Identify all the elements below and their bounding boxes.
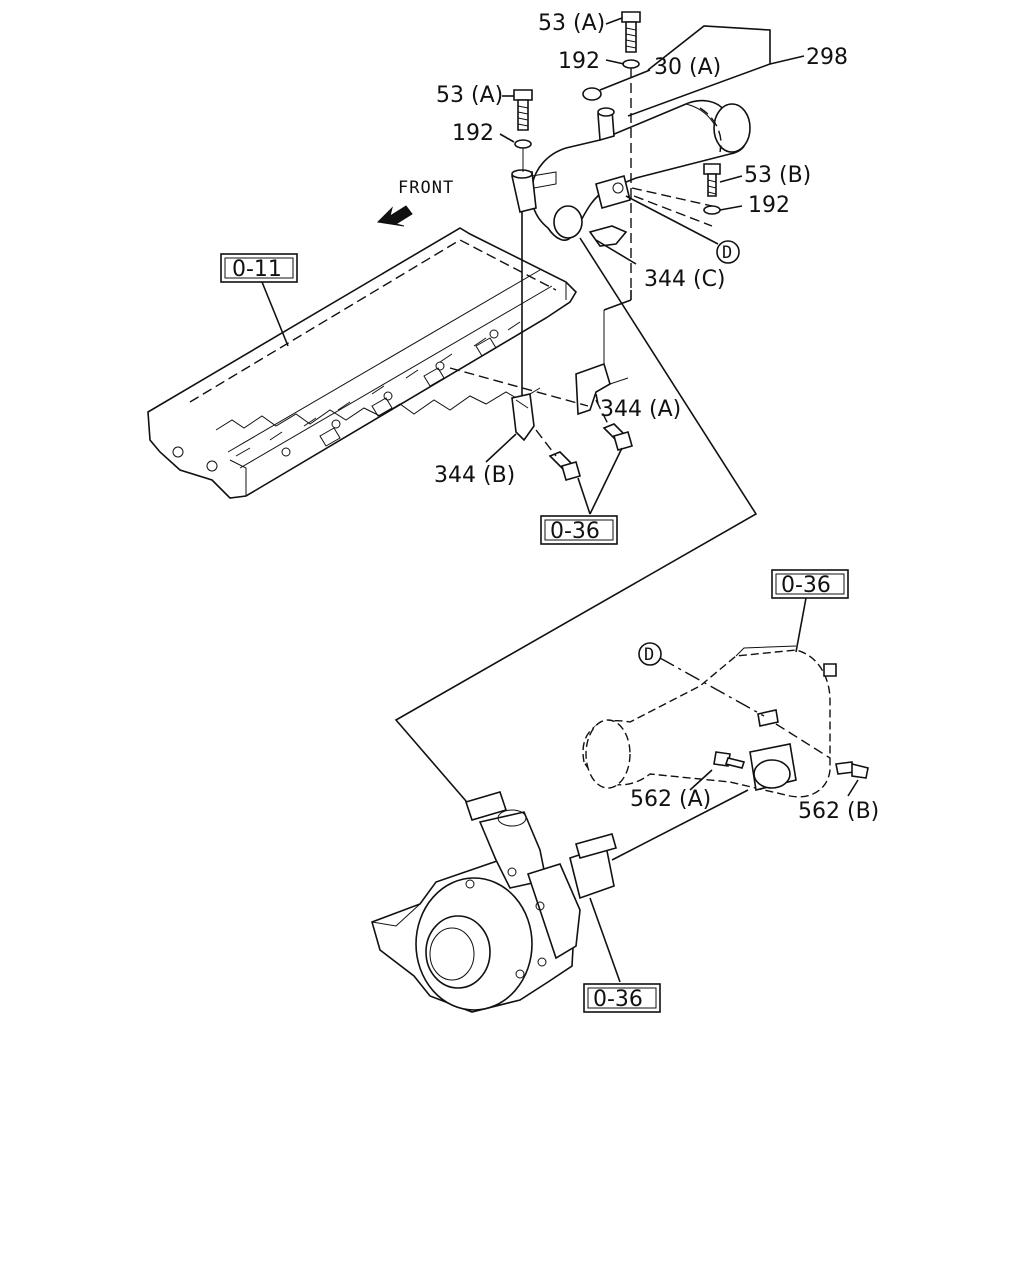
intake-pipe-298: [511, 99, 751, 247]
marker-d-bottom: D: [638, 642, 765, 717]
callout-192-left: 192: [452, 121, 494, 146]
bracket-344b: [511, 393, 535, 442]
bolt-upper-left: [548, 451, 581, 481]
callout-344a: 344 (A): [600, 397, 681, 422]
washer-192-top: [622, 59, 640, 69]
ref-label-0-11: 0-11: [232, 257, 282, 282]
callout-53a-left: 53 (A): [436, 83, 503, 108]
cylinder-head: [147, 227, 578, 499]
callout-562b: 562 (B): [798, 799, 879, 824]
callout-192-top: 192: [558, 49, 600, 74]
ref-label-0-36-right: 0-36: [781, 573, 831, 598]
bolt-562b: [835, 761, 869, 779]
callout-344b: 344 (B): [434, 463, 515, 488]
callout-344c: 344 (C): [644, 267, 726, 292]
marker-d-top-label: D: [722, 243, 733, 263]
callout-53a-top: 53 (A): [538, 11, 605, 36]
front-label: FRONT: [398, 178, 454, 198]
marker-d-top: D: [716, 240, 740, 264]
intercooler-duct: [582, 645, 837, 798]
bolt-562a: [713, 751, 746, 769]
washer-192-left: [514, 139, 532, 149]
bolt-53a-top: [621, 11, 641, 53]
bolt-upper-right: [602, 423, 633, 451]
ref-box-0-36-bottom: 0-36: [583, 983, 661, 1013]
ref-label-0-36-bottom: 0-36: [593, 987, 643, 1012]
callout-298: 298: [806, 45, 848, 70]
front-indicator: FRONT: [376, 178, 454, 227]
bolt-53a-left: [513, 89, 533, 131]
turbocharger: [371, 791, 617, 1013]
nut-30a: [582, 87, 602, 101]
bracket-344a: [575, 310, 629, 416]
marker-d-bottom-label: D: [644, 645, 655, 665]
ref-label-0-36-upper: 0-36: [550, 519, 600, 544]
callout-53b: 53 (B): [744, 163, 811, 188]
ref-box-0-36-upper: 0-36: [540, 515, 618, 545]
washer-192-right: [703, 205, 721, 215]
callout-562a: 562 (A): [630, 787, 711, 812]
callout-30a: 30 (A): [654, 55, 721, 80]
callout-192-right: 192: [748, 193, 790, 218]
ref-box-0-11: 0-11: [220, 253, 298, 347]
bolt-53b: [703, 163, 721, 197]
ref-box-0-36-right: 0-36: [771, 569, 849, 653]
front-arrow-icon: [376, 205, 413, 227]
